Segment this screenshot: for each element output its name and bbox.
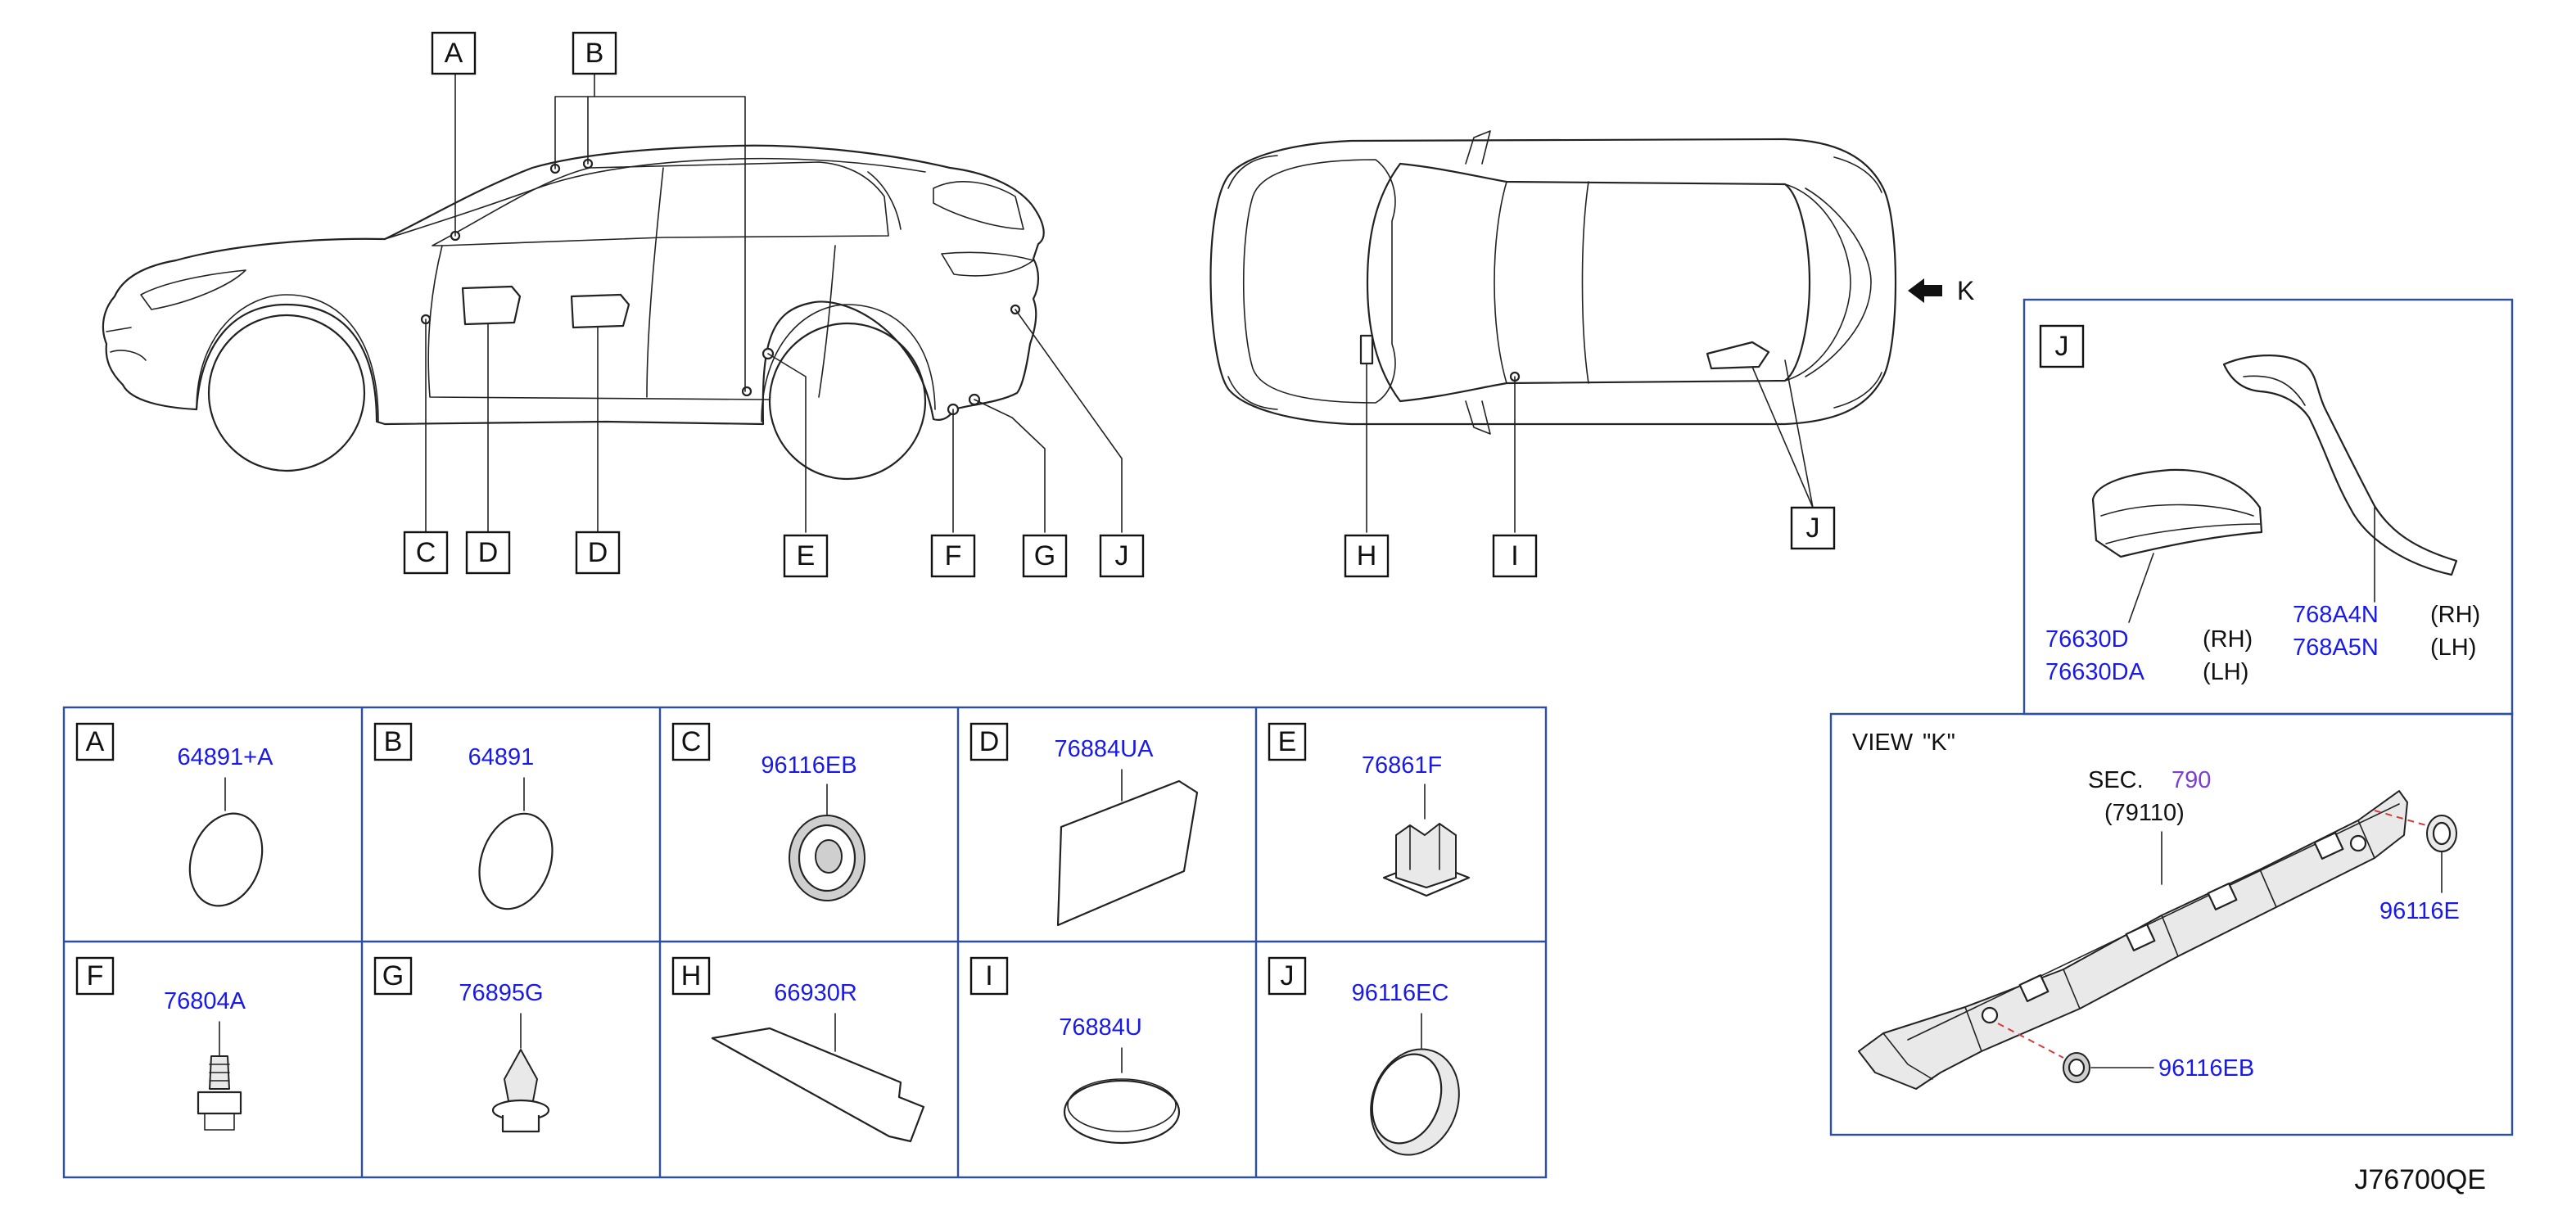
- callout-f-label: F: [945, 540, 962, 571]
- callout-d-label-1: D: [478, 537, 499, 568]
- table-cell-a: A 64891+A: [75, 722, 274, 907]
- cell-h-ref: H: [681, 960, 702, 991]
- callout-c-label: C: [416, 537, 436, 568]
- cell-b-part-number: 64891: [468, 744, 535, 770]
- cap-b-icon: [478, 812, 554, 910]
- detail-j-part-768a4n: 768A4N: [2293, 602, 2379, 628]
- detail-j-part-768a5n: 768A5N: [2293, 635, 2379, 661]
- cell-e-ref: E: [1278, 726, 1297, 757]
- cell-g-ref: G: [382, 960, 404, 991]
- table-cell-e: E 76861F: [1268, 722, 1471, 897]
- callout-e-label: E: [797, 540, 816, 571]
- plug-j-icon: [1370, 1048, 1460, 1156]
- table-cell-j: J 96116EC: [1268, 956, 1460, 1156]
- callout-a-label: A: [445, 38, 463, 69]
- cell-f-ref: F: [87, 960, 104, 991]
- table-cell-h: H 66930R: [671, 956, 925, 1143]
- callout-j-box-side: J: [1099, 534, 1145, 578]
- cell-a-part-number: 64891+A: [178, 744, 274, 770]
- cell-c-part-number: 96116EB: [761, 752, 856, 779]
- table-cell-c: C 96116EB: [671, 722, 865, 901]
- cell-b-ref: B: [384, 726, 403, 757]
- callout-e-box: E: [783, 534, 829, 578]
- cell-f-part-number: 76804A: [164, 988, 246, 1014]
- view-k-arrow-label: K: [1957, 276, 1974, 305]
- detail-j-side-lh-right: (LH): [2430, 635, 2476, 661]
- cell-d-part-number: 76884UA: [1055, 736, 1155, 762]
- callout-i-label: I: [1511, 540, 1518, 571]
- table-cell-f: F 76804A: [75, 956, 246, 1131]
- drawing-code: J76700QE: [2354, 1164, 2486, 1195]
- cell-a-ref: A: [86, 726, 105, 757]
- cell-e-part-number: 76861F: [1362, 752, 1442, 779]
- view-k-part-96116e: 96116E: [2379, 898, 2460, 924]
- detail-j-label: J: [2055, 331, 2069, 362]
- callout-b-label: B: [585, 38, 604, 69]
- trim-piece-left-icon: [2091, 468, 2263, 558]
- callout-j-label-top: J: [1806, 513, 1820, 544]
- tape-h-icon: [711, 1027, 925, 1143]
- callout-d-box-2: D: [575, 531, 621, 575]
- callout-d-box-1: D: [465, 531, 511, 575]
- view-k-sec-number: 790: [2172, 767, 2211, 793]
- cell-h-part-number: 66930R: [774, 980, 857, 1006]
- callout-g-box: G: [1022, 534, 1068, 578]
- rear-member-icon: [1858, 790, 2408, 1090]
- cell-j-part-number: 96116EC: [1352, 980, 1449, 1006]
- parts-table: A 64891+A B 64891 C 96116EB: [62, 706, 1548, 1179]
- detail-j-side-rh-right: (RH): [2430, 602, 2480, 628]
- callout-a-box: A: [431, 31, 477, 75]
- cell-j-ref: J: [1281, 960, 1295, 991]
- cell-i-part-number: 76884U: [1059, 1014, 1142, 1041]
- cell-i-ref: I: [985, 960, 992, 991]
- cell-d-ref: D: [979, 726, 1000, 757]
- view-k-arrow: K: [1908, 276, 1974, 305]
- patch-d-icon: [1056, 779, 1199, 927]
- callout-f-box: F: [930, 534, 976, 578]
- callout-d-label-2: D: [588, 537, 608, 568]
- callout-c-box: C: [403, 531, 449, 575]
- grommet-c-icon: [789, 815, 865, 901]
- view-k-sec-ref: (79110): [2104, 800, 2185, 826]
- detail-j-side-lh-left: (LH): [2203, 659, 2248, 685]
- patch-i-icon: [1063, 1078, 1181, 1145]
- callout-h-label: H: [1357, 540, 1377, 571]
- detail-j-part-76630d: 76630D: [2045, 626, 2129, 653]
- table-cell-g: G 76895G: [373, 956, 550, 1133]
- callout-j-label-side: J: [1115, 540, 1129, 571]
- cell-c-ref: C: [681, 726, 702, 757]
- table-cell-i: I 76884U: [969, 956, 1181, 1145]
- table-cell-b: B 64891: [373, 722, 554, 910]
- view-k-title-view: VIEW: [1852, 729, 1914, 756]
- detail-j-part-76630da: 76630DA: [2045, 659, 2145, 685]
- callout-g-label: G: [1034, 540, 1055, 571]
- grommet-96116e-icon: [2426, 815, 2457, 852]
- view-k-part-96116eb: 96116EB: [2158, 1055, 2254, 1082]
- callout-b-box: B: [572, 31, 617, 75]
- screw-f-icon: [197, 1055, 242, 1131]
- trim-piece-right-icon: [2222, 355, 2458, 576]
- detail-j-side-rh-left: (RH): [2203, 626, 2253, 653]
- callout-h-box: H: [1344, 534, 1390, 578]
- view-k-title-k: "K": [1923, 729, 1955, 756]
- table-cell-d: D 76884UA: [969, 722, 1199, 927]
- callout-j-box-top: J: [1790, 506, 1836, 550]
- cap-a-icon: [188, 812, 264, 907]
- clip-e-icon: [1382, 823, 1471, 897]
- vehicle-top-view: H I J K: [1209, 130, 1974, 578]
- clip-g-icon: [491, 1049, 550, 1133]
- view-k-panel: VIEW "K" SEC. 790 (79110) 9611: [1829, 712, 2514, 1136]
- detail-j-panel: J 76630D (RH) 76630DA (LH) 768A4N (RH) 7…: [2022, 298, 2514, 716]
- vehicle-side-view: A B C D D E F G: [102, 31, 1145, 578]
- grommet-96116eb-icon: [2063, 1052, 2090, 1083]
- callout-i-box: I: [1492, 534, 1538, 578]
- cell-g-part-number: 76895G: [459, 980, 543, 1006]
- view-k-sec-label: SEC.: [2088, 767, 2144, 793]
